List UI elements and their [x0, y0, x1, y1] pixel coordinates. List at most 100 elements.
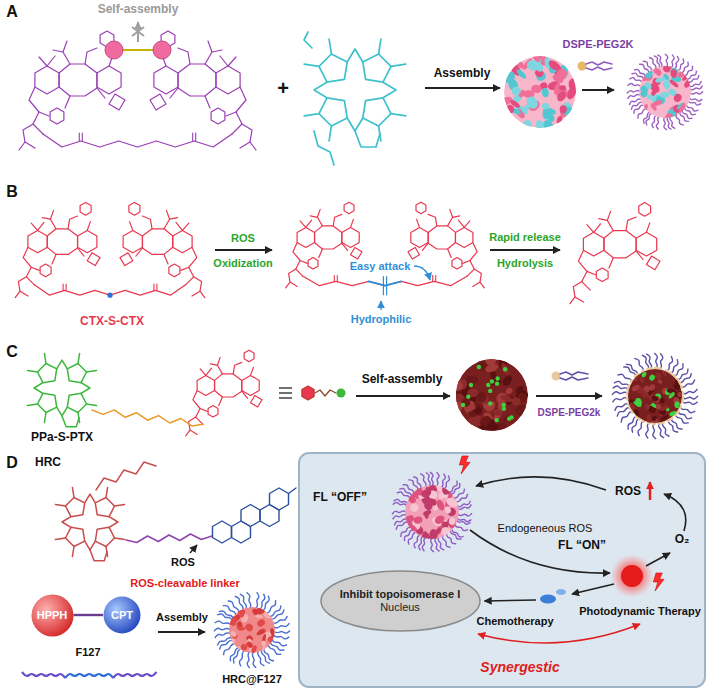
process-label: Hydrolysis: [497, 257, 553, 270]
core-blob: [646, 419, 652, 423]
bond: [65, 96, 70, 108]
core-blob: [648, 383, 656, 392]
bond: [609, 258, 613, 268]
porphyrin-dot: [502, 407, 506, 411]
ring-bond: [213, 521, 232, 543]
node-text: Inhibit topoisomerase I: [340, 588, 460, 601]
core-blob: [531, 50, 543, 63]
compound-name: HRC: [35, 456, 61, 470]
ring-bond: [28, 230, 47, 252]
arrow: [572, 584, 614, 594]
core-blob: [556, 115, 564, 125]
activated-photosensitizer: [621, 565, 643, 587]
ring-bond: [308, 258, 318, 270]
peg-chain: [263, 596, 270, 611]
bond: [44, 413, 46, 423]
ring-bond: [636, 232, 657, 256]
peg-chain: [233, 649, 240, 664]
cell-panel: Inhibit topoisomerase INucleusFL “OFF”FL…: [298, 452, 706, 688]
porphyrin-dot: [477, 365, 481, 369]
core-blob: [645, 403, 651, 409]
taxane-structure: [570, 203, 660, 304]
bond: [300, 221, 306, 228]
core-blob: [510, 85, 523, 98]
arrow: [380, 301, 381, 310]
core-blob: [424, 511, 428, 518]
nanoparticle-core: [403, 480, 460, 542]
taxane-structure: [19, 31, 125, 150]
linker-chain: [126, 534, 212, 543]
peg-chain: [688, 75, 699, 82]
core-blob: [555, 90, 567, 103]
bond: [242, 391, 248, 398]
core-blob: [429, 529, 437, 541]
bond: [182, 223, 188, 230]
peg-chain: [458, 504, 472, 509]
ring-bond: [50, 108, 64, 124]
arrow: [356, 395, 450, 397]
arrow: [490, 249, 560, 251]
arrow: [414, 266, 430, 280]
bond: [450, 209, 453, 217]
bond: [300, 261, 307, 264]
sulfone-oxygen-bond: [383, 286, 384, 295]
annotation: Hydrophilic: [351, 313, 412, 326]
peg-chain: [674, 363, 683, 376]
fluorescence-state: FL “ON”: [558, 539, 606, 553]
ring-bond: [646, 256, 660, 270]
core-blob: [560, 101, 574, 116]
core-ground: [639, 66, 691, 118]
ring-bond: [211, 108, 225, 124]
core-blob: [251, 608, 259, 616]
peg-chain: [240, 594, 247, 609]
sphere-shape: [104, 597, 141, 634]
peg-chain: [393, 515, 407, 520]
bond: [219, 397, 223, 406]
peg-chain: [430, 472, 433, 486]
arrow: [649, 482, 651, 500]
bond: [72, 487, 74, 497]
bond: [304, 64, 319, 66]
peg-chain: [668, 420, 678, 433]
porphyrin-dot: [490, 379, 494, 383]
ring-bond: [302, 386, 314, 400]
peg-chain: [458, 513, 472, 516]
lipid-tail: [586, 62, 612, 65]
core-blob: [541, 87, 550, 98]
compound-name: PPa-S-PTX: [31, 431, 93, 445]
bond: [220, 56, 228, 66]
porphyrin-dot: [501, 403, 505, 407]
core-blob: [639, 89, 649, 99]
bond: [190, 430, 197, 434]
core-blob: [478, 414, 493, 427]
core-blob: [565, 85, 578, 100]
ring-bond: [40, 264, 51, 277]
core-blob: [413, 515, 424, 524]
equivalence-mark: [279, 392, 292, 393]
core-blob: [427, 497, 438, 507]
bond: [319, 249, 323, 258]
core-blob: [230, 630, 238, 638]
bond: [87, 404, 97, 406]
bond: [62, 416, 79, 427]
bond: [626, 217, 636, 231]
nanoparticle-core: [638, 62, 692, 122]
core-blob: [442, 484, 450, 494]
arrow: [582, 89, 614, 91]
micelle-corona: [612, 353, 698, 439]
core-blob: [664, 112, 675, 123]
ring-bond: [169, 264, 180, 277]
ring-bond: [428, 226, 455, 249]
porphyrin-dot: [486, 383, 490, 387]
core-blob: [501, 69, 517, 85]
porphyrin-dot: [495, 376, 499, 380]
bond: [383, 82, 396, 98]
bond: [47, 56, 55, 66]
peg-chain: [451, 483, 460, 494]
bond: [52, 254, 56, 264]
core-blob: [261, 646, 266, 654]
ring-bond: [47, 229, 77, 255]
bond: [31, 223, 37, 230]
ring-bond: [208, 406, 218, 418]
peg-chain: [252, 652, 256, 668]
